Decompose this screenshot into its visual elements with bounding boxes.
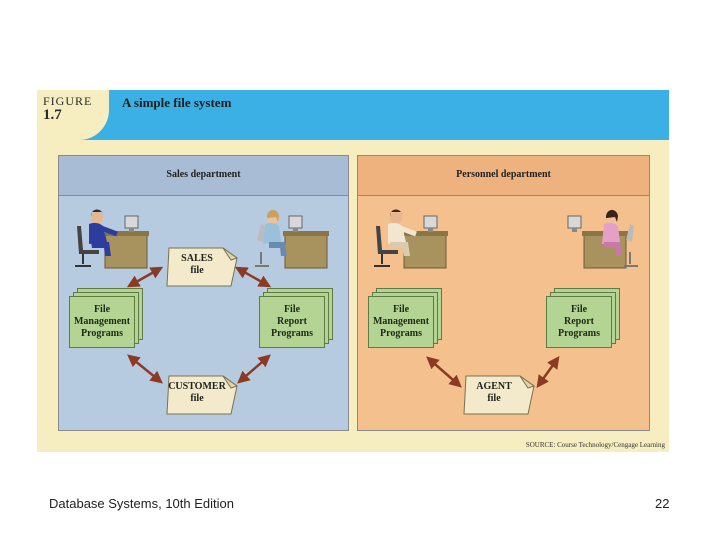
arrow-mgmt-to-agent <box>426 356 462 388</box>
customer-file-label: CUSTOMER file <box>168 381 226 404</box>
arrow-sales-to-report <box>234 266 272 288</box>
sales-file-report-programs: File Report Programs <box>259 288 333 348</box>
sales-file: SALES file <box>165 246 239 287</box>
personnel-file-management-label: File Management Programs <box>368 296 434 348</box>
agent-file: AGENT file <box>462 374 536 415</box>
agent-file-label: AGENT file <box>476 381 512 404</box>
arrow-mgmt-to-customer <box>127 354 163 384</box>
arrow-sales-to-mgmt <box>126 266 164 288</box>
figure-label: FIGURE <box>43 94 93 108</box>
figure-number: 1.7 <box>43 107 62 123</box>
arrow-report-to-agent <box>536 355 560 389</box>
personnel-file-report-programs: File Report Programs <box>546 288 620 348</box>
personnel-file-report-label: File Report Programs <box>546 296 612 348</box>
sales-arrows <box>126 266 272 384</box>
personnel-file-management-programs: File Management Programs <box>368 288 442 348</box>
sales-department-header: Sales department <box>59 156 348 196</box>
sales-worker-icon <box>75 209 149 269</box>
footer-book-title: Database Systems, 10th Edition <box>49 496 234 511</box>
personnel-worker-icon <box>374 209 448 269</box>
footer-page-number: 22 <box>655 496 670 511</box>
personnel-worker-2-icon <box>567 209 638 269</box>
personnel-arrows <box>426 355 560 389</box>
figure: FIGURE 1.7 A simple file system Sales de… <box>37 90 669 452</box>
personnel-department-header: Personnel department <box>358 156 649 196</box>
sales-worker-2-icon <box>255 209 329 269</box>
figure-title: A simple file system <box>122 95 232 110</box>
figure-tab: FIGURE 1.7 <box>37 90 109 140</box>
personnel-department-panel: Personnel department <box>357 155 650 431</box>
sales-file-report-label: File Report Programs <box>259 296 325 348</box>
sales-department-panel: Sales department <box>58 155 349 431</box>
sales-file-management-programs: File Management Programs <box>69 288 143 348</box>
customer-file: CUSTOMER file <box>165 374 239 415</box>
arrow-report-to-customer <box>237 354 271 384</box>
sales-file-management-label: File Management Programs <box>69 296 135 348</box>
sales-file-label: SALES file <box>181 253 213 276</box>
figure-source: SOURCE: Course Technology/Cengage Learni… <box>525 441 665 449</box>
figure-header-band <box>37 90 669 140</box>
